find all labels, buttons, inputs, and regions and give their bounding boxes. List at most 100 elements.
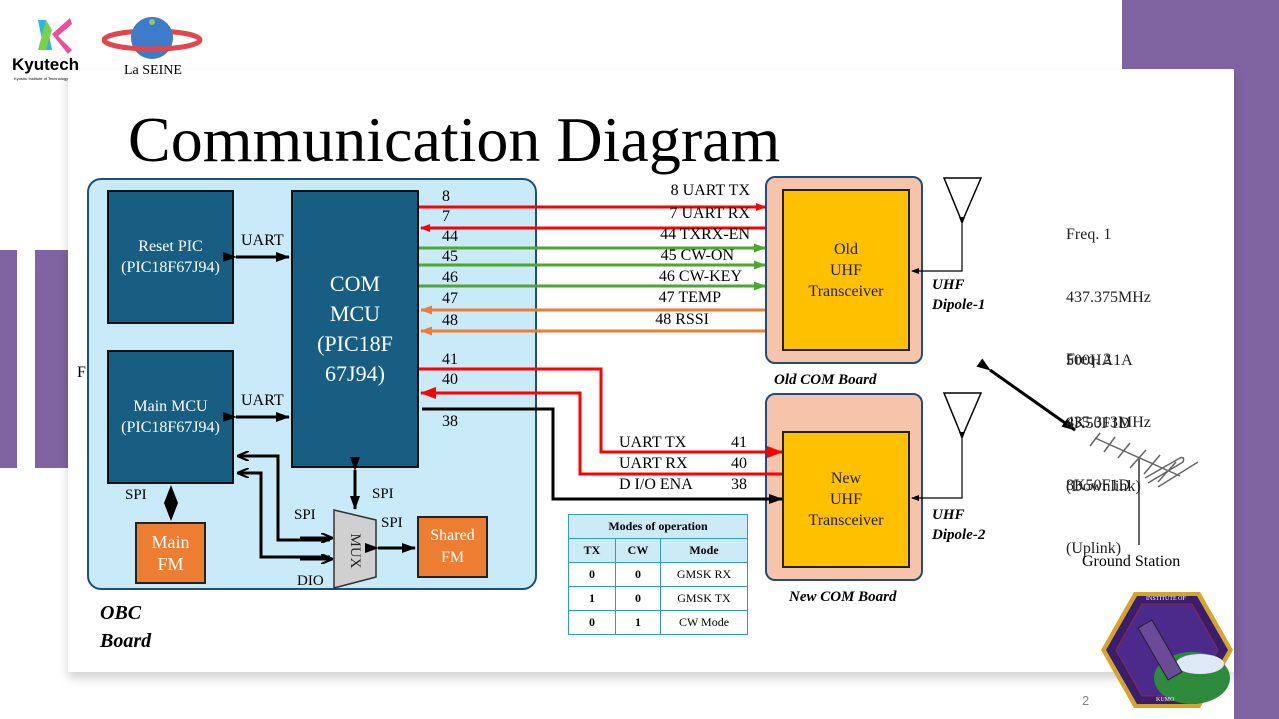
wire-dio-ena: [422, 407, 783, 504]
accent-bar-top-right: [1122, 0, 1279, 69]
main-spi-mux-wire: [238, 456, 330, 542]
modes-header-tx: TX: [568, 538, 616, 563]
reset-uart-label: UART: [241, 232, 284, 249]
dipole-2-label-2: Dipole-2: [932, 527, 986, 543]
mux-label: MUX: [347, 533, 363, 569]
freq-2-mhz: 435.313MHz: [1066, 414, 1151, 431]
mux-spi-right-label: SPI: [381, 515, 403, 531]
mcu-pin-7: 7: [442, 208, 450, 225]
freq-1-title: Freq. 1: [1066, 226, 1112, 243]
dipole-1-label-1: UHF: [932, 277, 965, 293]
new-xcvr-line1: New: [830, 470, 862, 487]
old-signal-txrx-en: 44 TXRX-EN: [660, 226, 750, 243]
mcu-pin-44: 44: [442, 228, 458, 245]
main-fm-line1: Main: [151, 532, 190, 552]
new-signal-dio-ena-pin: 38: [731, 476, 747, 493]
new-signal-uart-tx: UART TX: [619, 434, 687, 451]
com-mcu-line3: (PIC18F: [317, 331, 393, 356]
main-mcu-name: Main MCU: [133, 398, 208, 415]
freq-1-mhz: 437.375MHz: [1066, 289, 1151, 306]
ground-station-label: Ground Station: [1082, 553, 1181, 570]
radio-link-arrow: [976, 358, 1076, 432]
new-signal-dio-ena: D I/O ENA: [619, 476, 693, 493]
mux-spi-left-label: SPI: [294, 507, 316, 523]
old-signal-temp: 47 TEMP: [658, 289, 721, 306]
shared-fm-line1: Shared: [430, 527, 475, 544]
obc-board-label-1: OBC: [100, 602, 142, 624]
old-xcvr-line3: Transceiver: [808, 282, 884, 300]
la-seine-logo: La SEINE: [101, 12, 206, 82]
old-xcvr-line2: UHF: [829, 261, 862, 279]
freq-2-emission: 8K50F1D: [1066, 477, 1131, 494]
modes-table-title: Modes of operation: [568, 514, 748, 539]
reset-pic-block: Reset PIC (PIC18F67J94): [107, 190, 234, 324]
freq-2-title: Freq. 2: [1066, 351, 1112, 368]
mcu-pin-41: 41: [442, 351, 458, 368]
freq-1-block: Freq. 1 437.375MHz 500HA1A 8K50F1D (Down…: [1066, 182, 1151, 518]
freq-2-direction: (Uplink): [1066, 540, 1122, 557]
mcu-pin-47: 47: [442, 290, 458, 307]
wire-uart-tx-new: [419, 367, 783, 458]
mcu-pin-48: 48: [442, 312, 458, 329]
mcu-pin-38: 38: [442, 413, 458, 430]
accent-bar-right: [1234, 69, 1279, 719]
shared-fm-line2: FM: [440, 549, 465, 566]
freq-1-emission-2: 8K50F1D: [1066, 415, 1131, 432]
mcu-pin-46: 46: [442, 269, 458, 286]
reset-pic-name: Reset PIC: [138, 238, 203, 255]
mcu-pin-40: 40: [442, 371, 458, 388]
main-mcu-block: Main MCU (PIC18F67J94): [107, 350, 234, 484]
patch-bottom-text: KUMO: [1156, 697, 1175, 703]
main-dio-mux-wire: [238, 473, 330, 559]
accent-bar-left-2: [35, 250, 68, 468]
mux-dio-label: DIO: [297, 573, 324, 589]
mux-block: [333, 509, 377, 589]
slide-title: Communication Diagram: [128, 104, 781, 175]
modes-header-cw: CW: [615, 538, 661, 563]
main-uart-label: UART: [241, 392, 284, 409]
com-spi-label: SPI: [372, 486, 394, 502]
old-signal-cw-on: 45 CW-ON: [660, 247, 734, 264]
mcu-pin-45: 45: [442, 248, 458, 265]
obc-board-label-2: Board: [100, 630, 152, 652]
la-seine-wordmark: La SEINE: [124, 63, 182, 78]
freq-2-block: Freq. 2 435.313MHz 8K50F1D (Uplink): [1066, 307, 1151, 580]
kumo-mission-patch: INSTITUTE OF KUMO: [1100, 590, 1234, 710]
new-xcvr-line3: Transceiver: [808, 512, 884, 529]
new-signal-uart-tx-pin: 41: [731, 434, 747, 451]
page-number: 2: [1082, 693, 1090, 708]
old-xcvr-line1: Old: [833, 240, 858, 258]
old-signal-cw-key: 46 CW-KEY: [658, 268, 742, 285]
mcu-pin-8: 8: [442, 188, 450, 205]
new-signal-uart-rx-pin: 40: [731, 455, 747, 472]
old-signal-uart-rx: 7 UART RX: [669, 205, 750, 222]
main-spi-label: SPI: [125, 487, 147, 503]
freq-1-emission-1: 500HA1A: [1066, 352, 1133, 369]
wire-uart-rx-new: [420, 387, 782, 476]
kyutech-wordmark: Kyutech: [12, 55, 80, 74]
main-mcu-part: (PIC18F67J94): [121, 419, 220, 436]
dipole-1-label-2: Dipole-1: [932, 297, 986, 313]
main-fm-line2: FM: [157, 554, 184, 574]
patch-top-text: INSTITUTE OF: [1146, 596, 1186, 602]
old-signal-rssi: 48 RSSI: [655, 311, 709, 328]
old-signal-uart-tx: 8 UART TX: [670, 182, 750, 199]
new-xcvr-line2: UHF: [829, 491, 862, 508]
new-com-board-label: New COM Board: [789, 589, 897, 605]
com-mcu-line1: COM: [329, 271, 381, 296]
mission-patch-icon: [1101, 592, 1233, 708]
dipole-1-icon: [942, 177, 983, 224]
modes-header-mode: Mode: [660, 538, 748, 563]
com-mcu-line4: 67J94): [325, 361, 385, 386]
main-spi-link: [164, 485, 178, 521]
com-mcu-line2: MCU: [329, 301, 381, 326]
com-mcu-block: COM MCU (PIC18F 67J94): [291, 190, 419, 468]
old-com-board-label: Old COM Board: [774, 372, 877, 388]
